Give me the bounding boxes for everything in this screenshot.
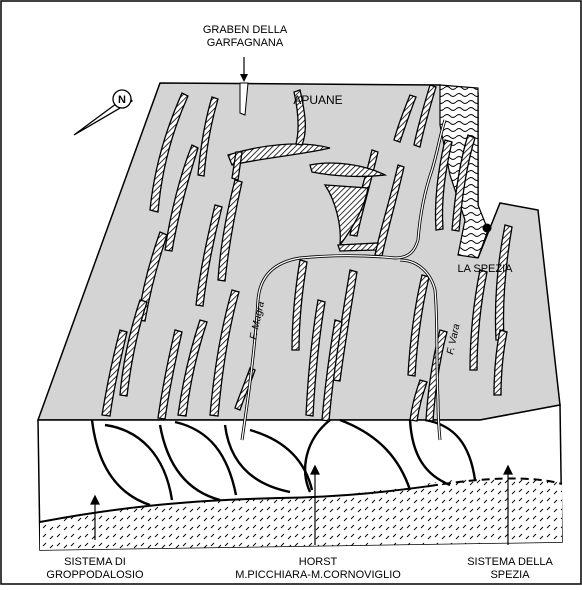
- apuane-label: APUANE: [293, 93, 342, 107]
- horst-label-line1: HORST: [299, 556, 338, 568]
- graben-label-line2: GARFAGNANA: [207, 37, 284, 49]
- la-spezia-marker: [483, 224, 492, 233]
- horst-label-line2: M.PICCHIARA-M.CORNOVIGLIO: [235, 569, 401, 581]
- graben-label-line1: GRABEN DELLA: [203, 24, 288, 36]
- left-system-label-line1: SISTEMA DI: [64, 556, 126, 568]
- right-system-label-line2: SPEZIA: [490, 569, 530, 581]
- left-system-label-line2: GROPPODALOSIO: [46, 569, 144, 581]
- right-system-label-line1: SISTEMA DELLA: [467, 556, 553, 568]
- compass-label: N: [118, 94, 126, 106]
- la-spezia-label: LA SPEZIA: [457, 263, 513, 275]
